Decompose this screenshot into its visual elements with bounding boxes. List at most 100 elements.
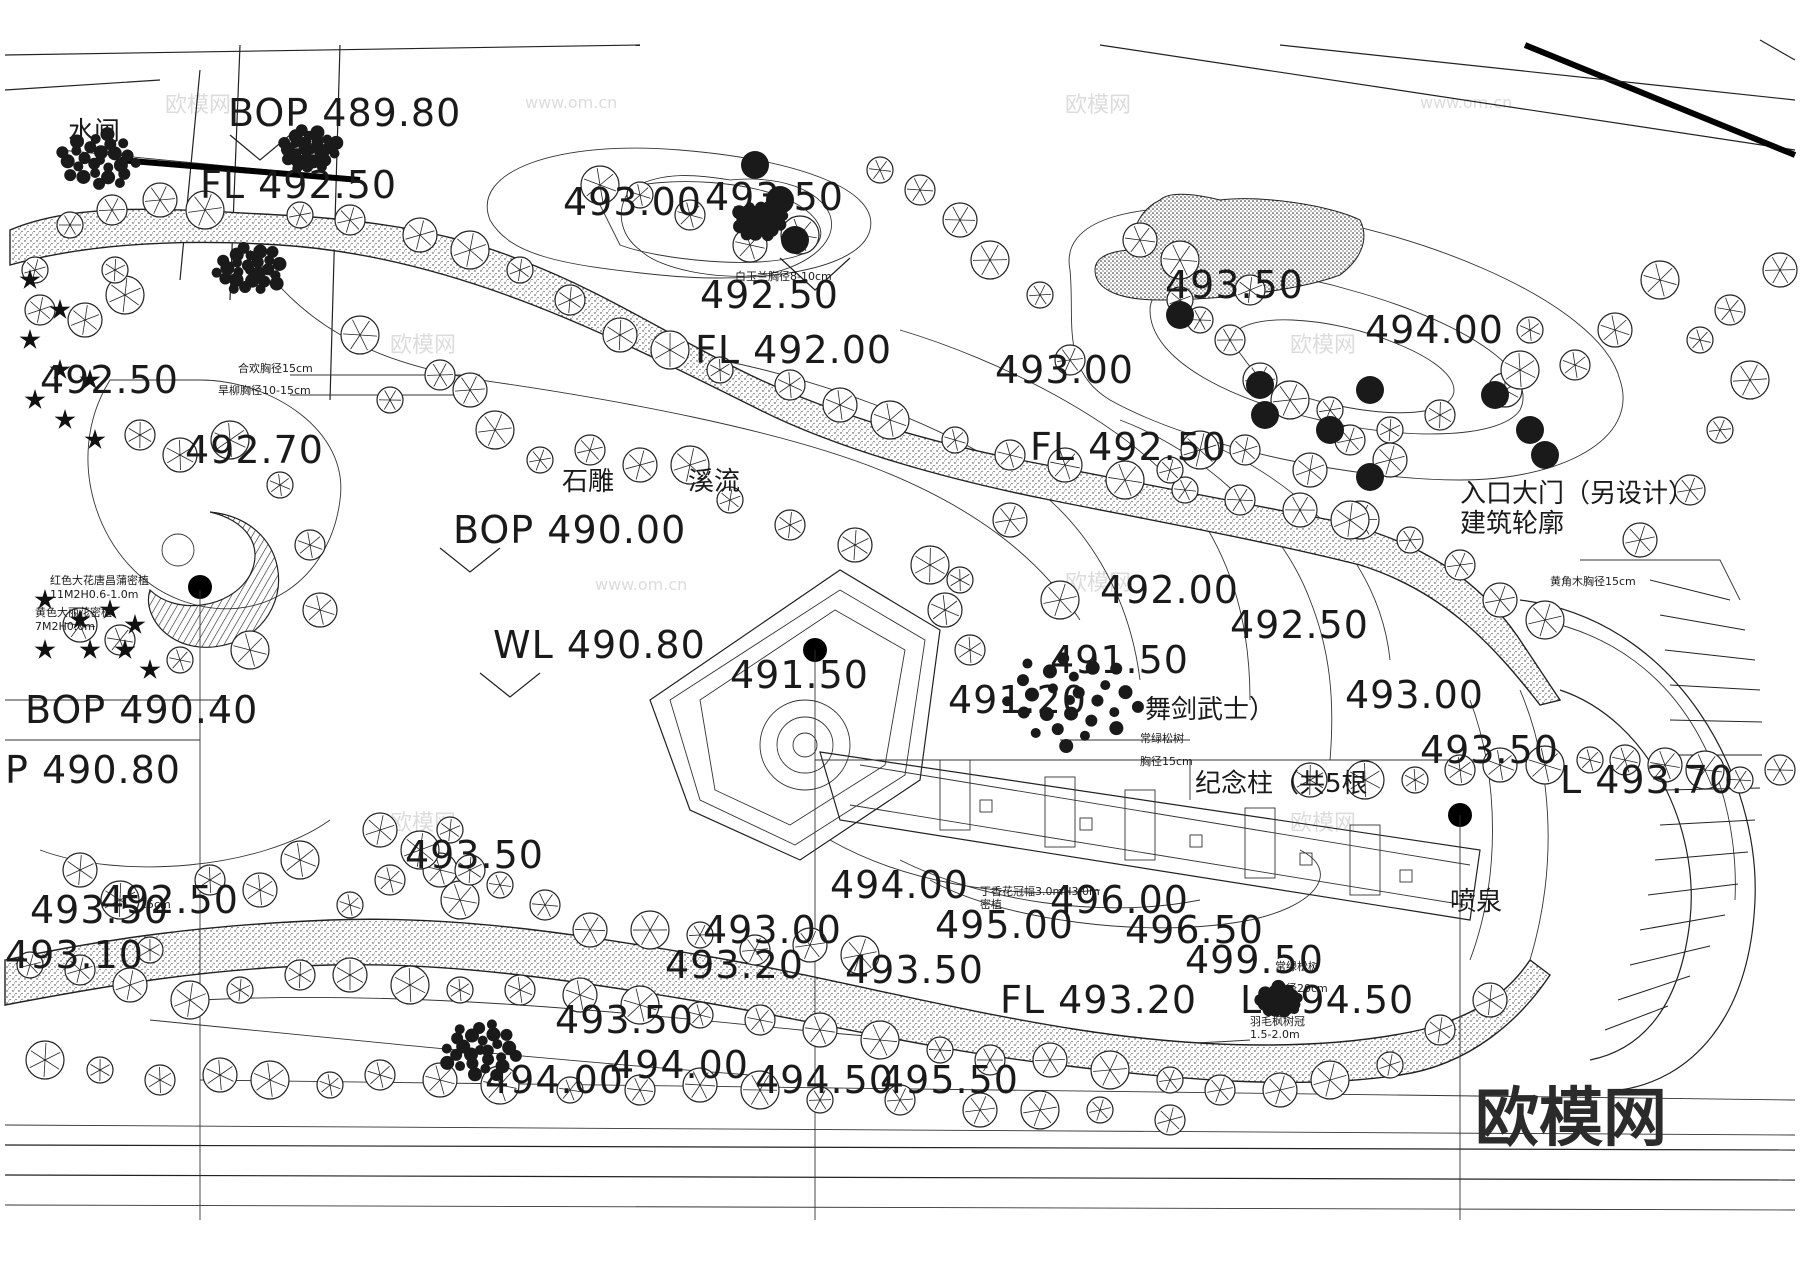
tree-branch bbox=[1459, 552, 1466, 566]
tree-branch bbox=[1734, 769, 1741, 781]
tree-branch bbox=[1689, 487, 1703, 491]
plant-note: 黄色大丽花密植 bbox=[35, 605, 112, 619]
tree-branch bbox=[735, 241, 751, 246]
tree-branch bbox=[1659, 279, 1677, 285]
tree-branch bbox=[1249, 277, 1253, 291]
tree-branch bbox=[419, 843, 437, 851]
tree-branch bbox=[1414, 779, 1417, 791]
tree-branch bbox=[1279, 1086, 1295, 1091]
tree-branch bbox=[440, 823, 451, 831]
elevation-label: 496.00 bbox=[1050, 878, 1189, 922]
tree-branch bbox=[887, 1099, 901, 1102]
feature-labels: 水闸 石雕 溪流 入口大门（另设计） 建筑轮廓 舞剑武士） 纪念柱（共5根 喷泉 bbox=[68, 117, 1694, 917]
tree-branch bbox=[1219, 1087, 1233, 1091]
tree-branch bbox=[519, 981, 531, 991]
tree-branch bbox=[729, 489, 733, 501]
tree-branch bbox=[73, 310, 86, 321]
tree-branch bbox=[1533, 607, 1546, 621]
tree-branch bbox=[1169, 469, 1179, 479]
tree-branch bbox=[219, 1074, 234, 1082]
tree-branch bbox=[484, 416, 496, 431]
tree-branch bbox=[140, 949, 151, 956]
tree-branch bbox=[359, 320, 370, 336]
tree-branch bbox=[699, 1072, 709, 1086]
tree-branch bbox=[535, 459, 541, 471]
tree-branch bbox=[1403, 530, 1411, 541]
shrub-symbol bbox=[290, 153, 305, 168]
tree-branch bbox=[237, 649, 251, 663]
shrub-symbol bbox=[466, 1057, 479, 1070]
tree-branch bbox=[309, 544, 313, 558]
shrub-symbol bbox=[1289, 1004, 1300, 1015]
shrub-symbol bbox=[481, 1044, 494, 1057]
elevation-label: 493.00 bbox=[995, 348, 1134, 392]
tree-branch bbox=[859, 951, 877, 956]
tree-branch bbox=[841, 544, 856, 552]
tree-branch bbox=[1349, 427, 1355, 441]
tree-branch bbox=[673, 464, 691, 471]
tree-branch bbox=[1389, 424, 1401, 431]
tree-branch bbox=[292, 206, 301, 216]
tree-branch bbox=[1689, 477, 1695, 491]
tree-branch bbox=[639, 450, 645, 466]
tree-branch bbox=[1659, 279, 1665, 297]
tree-branch bbox=[518, 269, 521, 281]
plant-note: 白玉兰胸径8-10cm bbox=[735, 269, 832, 283]
feature-label: 建筑轮廓 bbox=[1460, 509, 1564, 539]
tree-branch bbox=[635, 464, 641, 480]
dark-tree-symbol bbox=[1516, 416, 1544, 444]
tree-branch bbox=[1739, 770, 1747, 781]
tree-branch bbox=[1329, 407, 1341, 411]
tree-branch bbox=[30, 301, 41, 311]
tree-branch bbox=[1692, 339, 1701, 349]
tree-branch bbox=[686, 202, 691, 216]
tree-branch bbox=[1375, 459, 1391, 465]
tree-branch bbox=[308, 609, 321, 621]
tree-branch bbox=[839, 395, 853, 406]
elevation-label: 493.00 bbox=[1345, 673, 1484, 717]
tree-branch bbox=[685, 1083, 701, 1086]
tree-branch bbox=[1742, 379, 1751, 396]
tree-branch bbox=[368, 819, 381, 831]
shrub-symbol bbox=[490, 1068, 503, 1081]
tree-branch bbox=[1174, 488, 1186, 491]
tree-branch bbox=[1664, 764, 1680, 768]
tree-branch bbox=[789, 519, 803, 526]
tree-branch bbox=[710, 364, 721, 371]
tree-branch bbox=[1459, 761, 1471, 771]
shrub-symbol bbox=[451, 1032, 464, 1045]
tree-branch bbox=[579, 984, 592, 996]
tree-branch bbox=[267, 1063, 271, 1081]
tree-branch bbox=[288, 967, 301, 976]
tree-branch bbox=[289, 214, 301, 218]
tree-branch bbox=[1233, 488, 1241, 501]
elevation-label: 492.50 bbox=[40, 358, 179, 402]
tree-branch bbox=[944, 609, 959, 617]
tree-branch bbox=[384, 390, 391, 401]
tree-branch bbox=[1349, 439, 1359, 451]
tree-branch bbox=[619, 334, 633, 344]
tree-branch bbox=[939, 1049, 946, 1060]
plant-note: 丁香花冠幅3.0mH3.0m bbox=[980, 885, 1100, 898]
plant-note: 密植 bbox=[980, 897, 1002, 911]
elevation-label: 492.50 bbox=[100, 878, 239, 922]
tree-branch bbox=[627, 1088, 641, 1091]
tree-branch bbox=[680, 214, 691, 225]
tree-branch bbox=[1125, 237, 1141, 241]
tree-branch bbox=[699, 1084, 715, 1087]
tree-branch bbox=[111, 198, 119, 211]
tree-branch bbox=[70, 319, 86, 326]
tree-branch bbox=[1023, 1109, 1041, 1114]
tree-branch bbox=[259, 880, 273, 891]
tree-branch bbox=[1499, 764, 1503, 780]
shrub-symbol bbox=[76, 169, 91, 184]
tree-branch bbox=[309, 544, 323, 550]
tree-branch bbox=[1715, 429, 1721, 441]
tree-branch bbox=[1282, 399, 1291, 416]
shrub-symbol bbox=[1271, 979, 1286, 994]
tree-branch bbox=[1130, 239, 1141, 253]
tree-branch bbox=[449, 825, 461, 831]
tree-branch bbox=[778, 379, 791, 386]
flower-symbol bbox=[54, 409, 76, 429]
tree-branch bbox=[124, 278, 128, 296]
